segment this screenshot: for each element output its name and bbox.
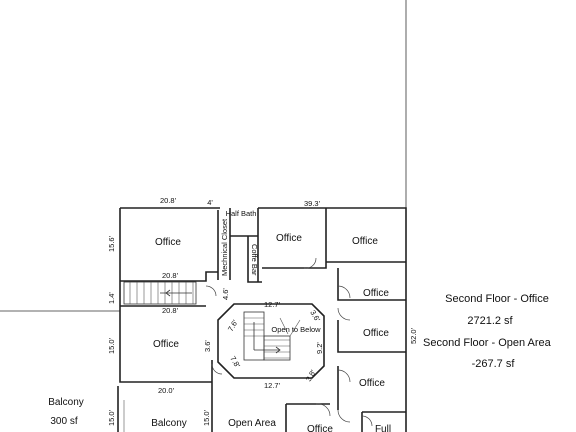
- balcony-outer-name: Balcony: [48, 397, 84, 408]
- dim-left-mid-height: 15.0': [107, 337, 116, 354]
- room-coffee-bar: Coffe Bar: [250, 244, 259, 276]
- summary-office-title: Second Floor - Office: [445, 293, 549, 305]
- dim-left-mid-width: 20.0': [158, 386, 175, 395]
- dim-atrium-se: 3.8': [304, 368, 318, 383]
- dim-left-top-height: 15.6': [107, 235, 116, 252]
- summary-open-area: -267.7 sf: [472, 358, 516, 370]
- atrium: [217, 303, 325, 379]
- dim-top-left-width: 20.8': [160, 196, 177, 205]
- interior-walls: [117, 208, 406, 432]
- room-open-to-below: Open to Below: [271, 325, 321, 334]
- dim-atrium-bottom: 12.7': [264, 381, 281, 390]
- left-stair: [123, 281, 197, 305]
- dim-stair-top: 20.8': [162, 271, 179, 280]
- room-full-bath: Full: [375, 424, 391, 432]
- room-office-left-mid: Office: [153, 339, 179, 350]
- summary-open-title: Second Floor - Open Area: [423, 337, 552, 349]
- room-office-left-top: Office: [155, 237, 181, 248]
- room-open-area: Open Area: [228, 418, 276, 429]
- dim-atrium-top: 12.7': [264, 300, 281, 309]
- dim-atrium-ne: 3.6': [308, 309, 322, 324]
- dim-atrium-nw: 7.6': [226, 318, 240, 333]
- summary-office-area: 2721.2 sf: [467, 315, 513, 327]
- room-office-right-top: Office: [352, 236, 378, 247]
- room-office-right-1: Office: [363, 288, 389, 299]
- open-to-below-label: Open to Below: [271, 325, 321, 334]
- dim-stair-bottom: 20.8': [162, 306, 179, 315]
- dim-top-right-width: 39.3': [304, 199, 321, 208]
- dim-stair-gap: 1.4': [107, 292, 116, 304]
- dim-hall-height: 4.6': [221, 288, 230, 300]
- room-office-right-2: Office: [363, 328, 389, 339]
- room-mechanical-closet: Mechnical Closet: [220, 218, 229, 276]
- dim-atrium-sw: 7.8': [228, 355, 242, 370]
- dim-balcony-height-left: 15.0': [107, 409, 116, 426]
- dim-top-gap: 4': [207, 198, 213, 207]
- balcony-outer-area: 300 sf: [50, 416, 77, 427]
- room-office-right-3: Office: [359, 378, 385, 389]
- room-office-mid-top: Office: [276, 233, 302, 244]
- dim-balcony-height-right: 15.0': [202, 409, 211, 426]
- room-half-bath-label: Half Bath: [226, 209, 257, 218]
- room-office-bottom: Office: [307, 424, 333, 432]
- door-swings: [123, 257, 373, 432]
- dim-atrium-right: 9.2': [315, 342, 324, 354]
- outer-walls: [119, 207, 407, 432]
- dim-right-total: 52.0': [409, 327, 418, 344]
- room-balcony-inner: Balcony: [151, 418, 187, 429]
- room-half-bath: Half Bath: [226, 209, 257, 218]
- dim-atrium-left: 3.6': [203, 340, 212, 352]
